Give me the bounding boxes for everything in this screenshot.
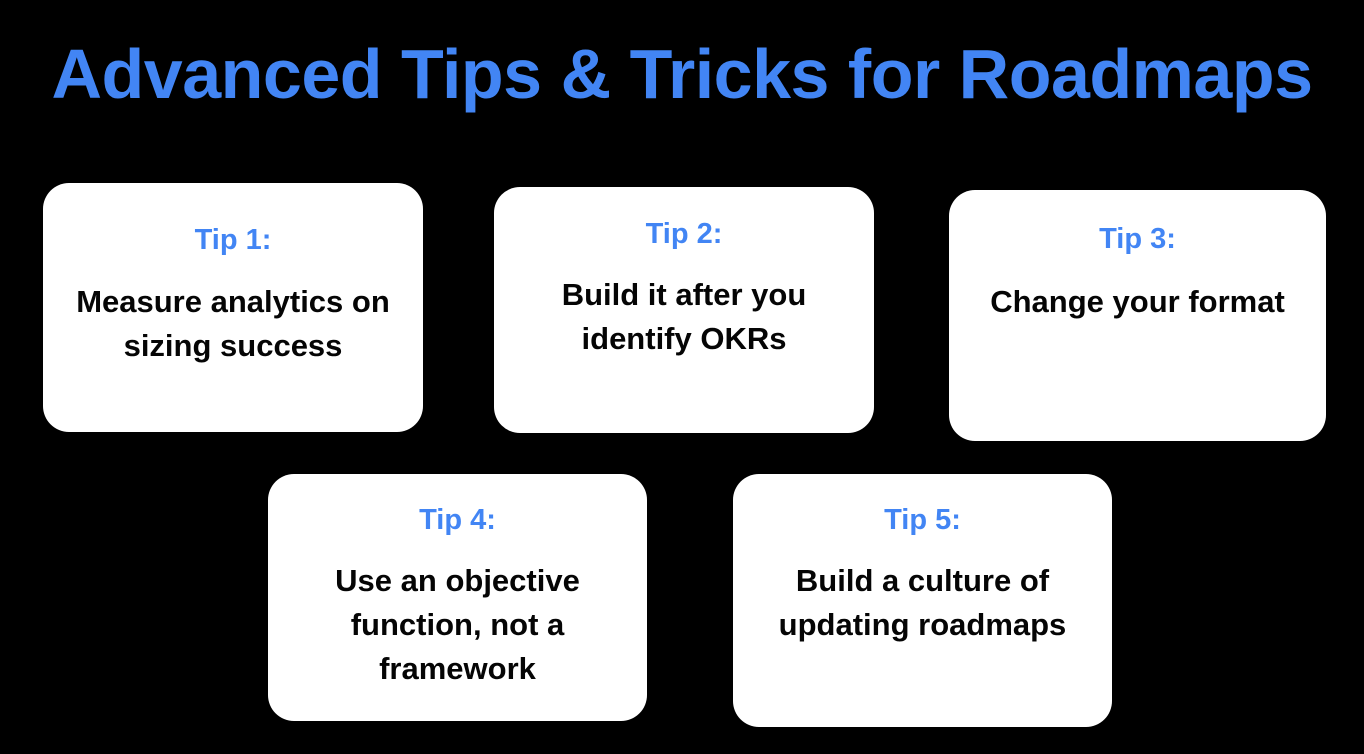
tip-card-2-label: Tip 2:	[645, 218, 723, 250]
tip-card-5: Tip 5: Build a culture of updating roadm…	[733, 474, 1112, 727]
tip-card-1: Tip 1: Measure analytics on sizing succe…	[43, 183, 423, 432]
tip-card-4-body: Use an objective function, not a framewo…	[335, 562, 580, 686]
tip-card-5-body: Build a culture of updating roadmaps	[778, 562, 1067, 642]
tip-card-2-body: Build it after you identify OKRs	[561, 276, 807, 356]
tip-card-3-label: Tip 3:	[1099, 223, 1176, 255]
tip-card-1-body: Measure analytics on sizing success	[76, 283, 390, 363]
tip-card-3: Tip 3: Change your format	[949, 190, 1326, 441]
tip-card-4: Tip 4: Use an objective function, not a …	[268, 474, 647, 721]
tip-card-4-label: Tip 4:	[419, 504, 496, 536]
page-title: Advanced Tips & Tricks for Roadmaps	[51, 35, 1313, 113]
tip-card-5-label: Tip 5:	[884, 504, 961, 536]
tip-card-3-body: Change your format	[990, 283, 1285, 319]
tip-card-2: Tip 2: Build it after you identify OKRs	[494, 187, 874, 433]
tip-card-1-label: Tip 1:	[194, 224, 272, 256]
